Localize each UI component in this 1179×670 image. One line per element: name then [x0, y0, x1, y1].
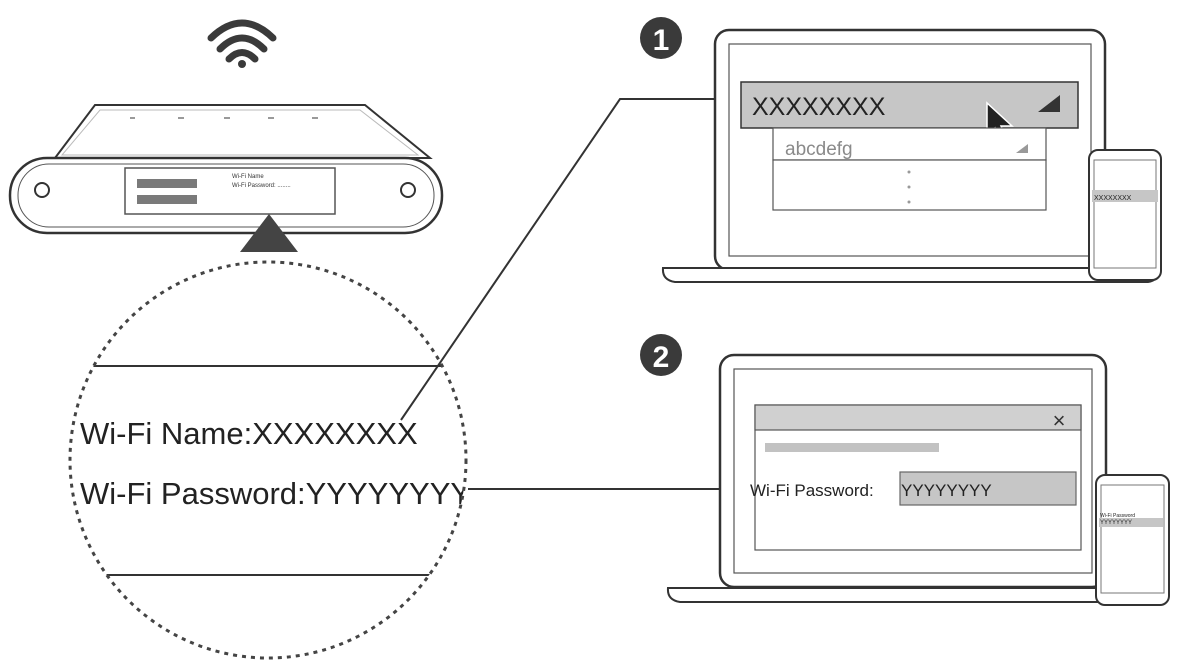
network-row-selected[interactable] [740, 81, 1079, 129]
step-1-badge: 1 [640, 17, 682, 59]
network-row-other[interactable] [772, 127, 1047, 161]
router-left-hole-icon [34, 182, 50, 198]
selected-network-name: XXXXXXXX [752, 93, 886, 121]
zoom-callout: Wi-Fi Name:XXXXXXXX Wi-Fi Password:YYYYY… [68, 260, 471, 660]
dialog-description-placeholder [765, 443, 939, 452]
wifi-signal-icon [207, 19, 277, 68]
password-input[interactable] [899, 471, 1077, 506]
phone-password-value: YYYYYYYY [1100, 520, 1132, 526]
phone-network-name: XXXXXXXX [1094, 195, 1132, 202]
zoom-wifi-password: Wi-Fi Password:YYYYYYYY [80, 476, 471, 511]
phone-password-label: Wi-Fi Password [1100, 513, 1135, 519]
step-2-laptop: × Wi-Fi Password: YYYYYYYY [666, 353, 1165, 603]
more-dots-icon [907, 170, 911, 204]
step-1-phone: XXXXXXXX [1088, 149, 1162, 281]
network-list[interactable]: XXXXXXXX abcdefg [740, 81, 1079, 211]
close-icon[interactable]: × [1053, 408, 1066, 433]
password-dialog: × Wi-Fi Password: YYYYYYYY [750, 404, 1082, 551]
svg-text:1: 1 [653, 24, 670, 57]
phone-password-input[interactable] [1099, 518, 1163, 527]
router-status-lights [130, 117, 318, 119]
password-label: Wi-Fi Password: [750, 481, 874, 500]
router-label-sticker: Wi-Fi Name Wi-Fi Password: ........ [124, 167, 336, 215]
signal-strength-icon-small [1016, 144, 1028, 153]
router-label-line1: Wi-Fi Name [232, 174, 264, 180]
router-label-line2: Wi-Fi Password: ........ [232, 183, 291, 189]
router-right-hole-icon [400, 182, 416, 198]
other-network-name: abcdefg [785, 139, 853, 160]
zoom-wifi-name: Wi-Fi Name:XXXXXXXX [80, 416, 418, 451]
step-2-badge: 2 [640, 334, 682, 376]
connector-name-line [400, 98, 741, 421]
signal-strength-icon [1038, 95, 1060, 112]
password-input-value: YYYYYYYY [901, 481, 992, 500]
step-2-phone: Wi-Fi Password YYYYYYYY [1095, 474, 1170, 606]
svg-text:2: 2 [653, 341, 670, 374]
pointer-triangle [240, 214, 298, 252]
router-device: Wi-Fi Name Wi-Fi Password: ........ [8, 104, 444, 235]
dialog-title-bar [754, 404, 1082, 431]
step-1-laptop: XXXXXXXX abcdefg [661, 28, 1160, 283]
phone-network-row[interactable] [1092, 190, 1158, 202]
